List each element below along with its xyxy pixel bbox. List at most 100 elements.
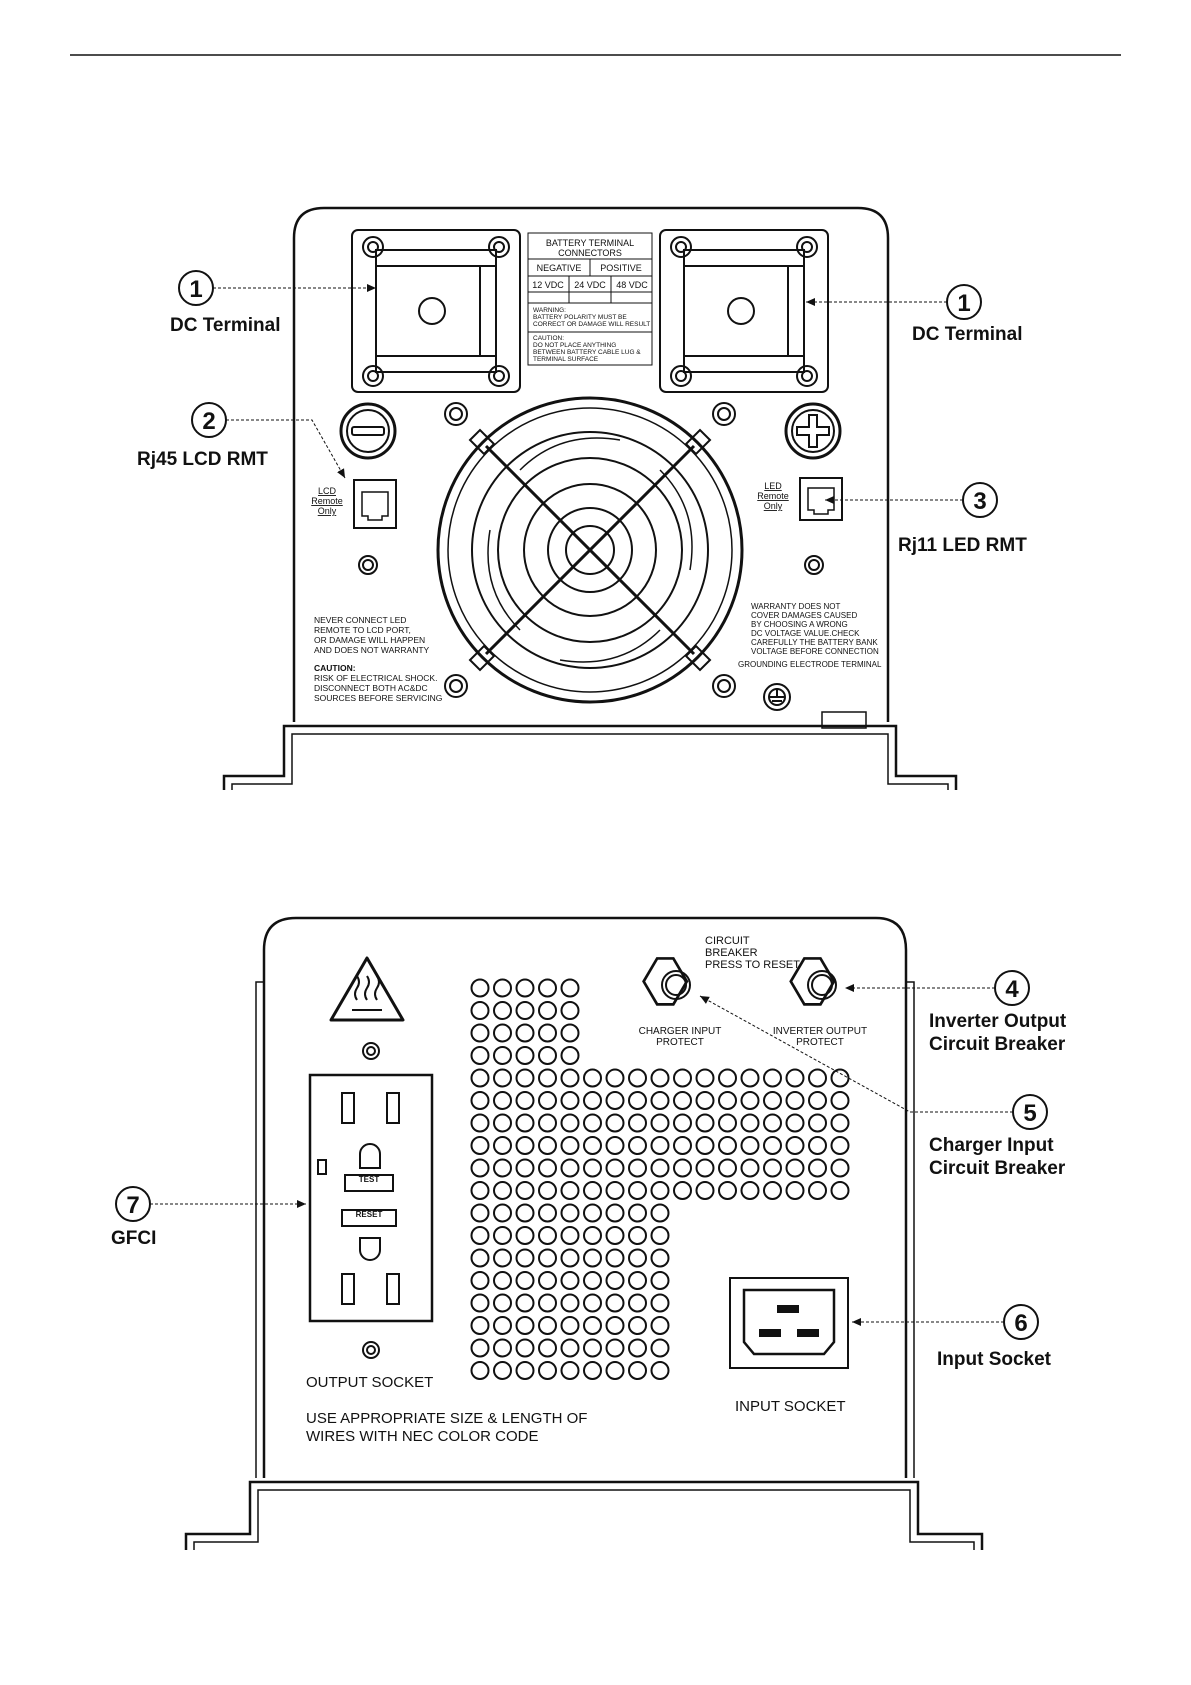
vent-hole [628, 1226, 647, 1245]
vent-hole [605, 1203, 625, 1223]
vent-hole [583, 1361, 602, 1380]
vent-hole [493, 1338, 512, 1358]
vent-hole [830, 1181, 850, 1200]
vent-hole [628, 1158, 647, 1178]
vent-hole [493, 978, 512, 998]
vent-hole [785, 1068, 805, 1088]
vent-hole [538, 1181, 557, 1200]
vent-hole [538, 1271, 557, 1290]
vent-hole [605, 1338, 625, 1358]
rj45-port [353, 479, 397, 529]
caution-box-2: DO NOT PLACE ANYTHING [533, 342, 616, 349]
vent-hole [493, 1046, 512, 1065]
charger-protect-1: CHARGER INPUT [639, 1026, 722, 1037]
vent-hole [718, 1068, 737, 1088]
vent-hole [583, 1136, 602, 1155]
inverter-protect-1: INVERTER OUTPUT [773, 1026, 867, 1037]
vent-hole [830, 1136, 850, 1155]
vent-hole [515, 1338, 535, 1358]
charger-protect-2: PROTECT [656, 1037, 704, 1048]
vent-hole [650, 1226, 670, 1245]
vent-hole [650, 1338, 670, 1358]
vent-hole [515, 1091, 535, 1110]
vent-hole [808, 1113, 827, 1133]
caution2-3: DISCONNECT BOTH AC&DC [314, 683, 428, 693]
vent-hole [583, 1068, 602, 1088]
grounding-label: GROUNDING ELECTRODE TERMINAL [738, 660, 882, 669]
warranty-5: CAREFULLY THE BATTERY BANK [751, 638, 878, 647]
gfci-test-label: TEST [359, 1175, 380, 1184]
vent-hole [673, 1136, 692, 1155]
callout-label-6: Input Socket [937, 1349, 1052, 1370]
vent-hole [560, 1271, 580, 1290]
warning-3: CORRECT OR DAMAGE WILL RESULT [533, 321, 650, 328]
vent-hole [515, 1293, 535, 1313]
vent-hole [650, 1136, 670, 1155]
vent-hole [650, 1316, 670, 1335]
callout-num-1a: 1 [189, 276, 202, 303]
vent-hole [515, 1023, 535, 1043]
vent-hole [763, 1068, 782, 1088]
vent-hole [560, 1361, 580, 1380]
gfci-reset-label: RESET [356, 1210, 383, 1219]
callout-label-1b: DC Terminal [912, 324, 1023, 345]
vent-hole [493, 1181, 512, 1200]
callout-1-left [178, 270, 376, 306]
vent-hole [560, 1181, 580, 1200]
vent-hole [560, 978, 580, 998]
vent-hole [605, 1293, 625, 1313]
vent-hole [470, 1001, 490, 1020]
vent-hole [650, 1271, 670, 1290]
vent-hole [493, 1068, 512, 1088]
vent-hole [560, 1158, 580, 1178]
vent-hole [740, 1113, 760, 1133]
warranty-2: COVER DAMAGES CAUSED [751, 611, 857, 620]
vent-hole [628, 1113, 647, 1133]
dc-terminal-positive [659, 229, 829, 393]
vent-hole [515, 1136, 535, 1155]
vent-hole [560, 1338, 580, 1358]
vent-hole [830, 1091, 850, 1110]
vent-hole [650, 1248, 670, 1268]
caution2-2: RISK OF ELECTRICAL SHOCK. [314, 673, 437, 683]
vent-hole [515, 978, 535, 998]
vent-hole [515, 1001, 535, 1020]
vent-hole [560, 1001, 580, 1020]
vent-hole [560, 1248, 580, 1268]
vent-hole [808, 1091, 827, 1110]
v24-label: 24 VDC [574, 280, 606, 290]
vent-hole [673, 1113, 692, 1133]
vent-hole [628, 1091, 647, 1110]
vent-hole [785, 1136, 805, 1155]
led-label-2: Remote [757, 491, 789, 501]
vent-hole [560, 1068, 580, 1088]
lcd-label-1: LCD [318, 486, 337, 496]
vent-hole [515, 1203, 535, 1223]
inverter-output-breaker [789, 957, 837, 1006]
callout-7 [115, 1186, 306, 1222]
vent-hole [538, 1361, 557, 1380]
output-socket-label: OUTPUT SOCKET [306, 1374, 433, 1391]
dc-panel [222, 206, 958, 790]
vent-hole [650, 1158, 670, 1178]
vent-hole [673, 1158, 692, 1178]
vent-hole [493, 1293, 512, 1313]
vent-hole [470, 1068, 490, 1088]
vent-hole [560, 1136, 580, 1155]
vent-hole [470, 1338, 490, 1358]
caution-box-3: BETWEEN BATTERY CABLE LUG & [533, 349, 641, 356]
callout-label-4b: Circuit Breaker [929, 1034, 1066, 1055]
vent-hole [538, 1001, 557, 1020]
vent-hole [808, 1158, 827, 1178]
rj11-port [799, 477, 843, 521]
vent-hole [538, 1023, 557, 1043]
vent-hole [583, 1316, 602, 1335]
vent-hole [583, 1226, 602, 1245]
vent-hole [538, 1113, 557, 1133]
vent-hole [808, 1181, 827, 1200]
vent-hole [740, 1068, 760, 1088]
callout-label-2: Rj45 LCD RMT [137, 449, 268, 470]
vent-hole [628, 1293, 647, 1313]
vent-hole [785, 1158, 805, 1178]
callout-1-right [806, 284, 982, 320]
